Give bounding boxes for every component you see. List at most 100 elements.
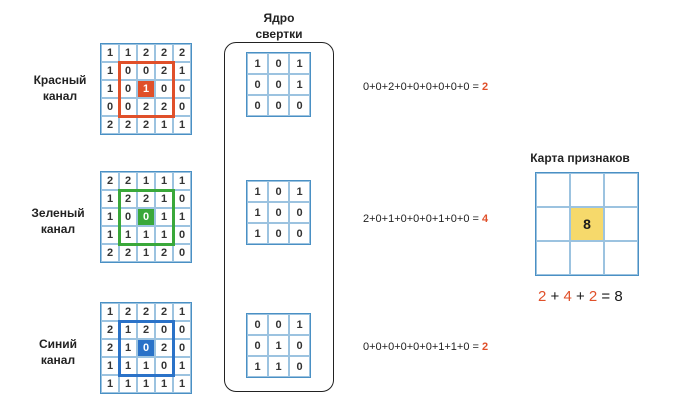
matrix-cell: 0	[173, 80, 191, 98]
matrix-cell: 1	[101, 44, 119, 62]
matrix-cell: 1	[137, 172, 155, 190]
sum-term-red: 2	[538, 288, 547, 305]
matrix-cell: 2	[155, 244, 173, 262]
feature-map-title: Карта признаков	[530, 151, 630, 165]
feature-map-cell	[536, 241, 570, 275]
sum-total: 8	[614, 288, 623, 305]
kernel-cell: 0	[247, 335, 268, 356]
matrix-cell: 2	[101, 339, 119, 357]
kernel-cell: 1	[247, 181, 268, 202]
red-channel-label-line2: канал	[42, 89, 78, 103]
matrix-cell: 1	[155, 375, 173, 393]
matrix-cell: 1	[155, 190, 173, 208]
kernel-cell: 0	[247, 95, 268, 116]
matrix-cell: 0	[155, 357, 173, 375]
kernel-cell: 0	[289, 335, 310, 356]
kernel-cell: 0	[247, 74, 268, 95]
kernel-title-line2: свертки	[255, 27, 303, 41]
matrix-cell: 1	[173, 208, 191, 226]
matrix-cell: 1	[173, 62, 191, 80]
red-equation: 0+0+2+0+0+0+0+0+0 = 2	[363, 81, 488, 93]
matrix-cell: 0	[173, 321, 191, 339]
matrix-cell: 1	[101, 375, 119, 393]
matrix-cell: 0	[119, 80, 137, 98]
kernel-cell: 0	[268, 314, 289, 335]
matrix-cell: 0	[137, 62, 155, 80]
kernel-cell: 0	[268, 202, 289, 223]
matrix-cell: 1	[155, 208, 173, 226]
matrix-cell: 1	[101, 80, 119, 98]
matrix-cell: 0	[173, 244, 191, 262]
matrix-cell: 2	[155, 303, 173, 321]
kernel-cell: 1	[289, 181, 310, 202]
feature-map-cell	[604, 173, 638, 207]
matrix-cell: 1	[173, 375, 191, 393]
feature-map-cell	[570, 241, 604, 275]
matrix-cell: 0	[101, 98, 119, 116]
matrix-cell: 0	[173, 98, 191, 116]
matrix-cell: 1	[101, 190, 119, 208]
matrix-cell: 1	[137, 244, 155, 262]
matrix-cell: 2	[155, 62, 173, 80]
kernel-cell: 1	[268, 335, 289, 356]
sum-term-green: 4	[563, 288, 572, 305]
matrix-cell: 2	[155, 98, 173, 116]
matrix-cell: 2	[137, 303, 155, 321]
matrix-cell: 0	[173, 226, 191, 244]
matrix-cell: 0	[155, 80, 173, 98]
blue-equation-result: 2	[482, 341, 489, 353]
feature-map-center-cell: 8	[570, 207, 604, 241]
feature-map-cell	[536, 207, 570, 241]
red-channel-label: Красный канал	[20, 72, 100, 104]
kernel-cell: 0	[289, 95, 310, 116]
blue-channel-label-line1: Синий	[38, 337, 78, 351]
feature-map-cell	[604, 207, 638, 241]
kernel-cell: 0	[247, 314, 268, 335]
kernel-cell: 0	[268, 223, 289, 244]
feature-map-cell	[536, 173, 570, 207]
matrix-cell: 2	[119, 172, 137, 190]
matrix-cell: 1	[155, 172, 173, 190]
red-equation-text: 0+0+2+0+0+0+0+0+0 =	[363, 81, 482, 93]
kernel-cell: 0	[268, 53, 289, 74]
feature-map-sum: 2 + 4 + 2 = 8	[538, 288, 623, 305]
kernel-cell: 0	[289, 356, 310, 377]
kernel-cell: 0	[289, 202, 310, 223]
matrix-cell: 1	[137, 226, 155, 244]
matrix-cell: 0	[119, 98, 137, 116]
matrix-cell: 1	[173, 357, 191, 375]
matrix-cell: 1	[155, 226, 173, 244]
matrix-cell: 0	[119, 62, 137, 80]
green-equation-result: 4	[482, 213, 489, 225]
matrix-cell: 1	[119, 375, 137, 393]
matrix-cell: 2	[137, 116, 155, 134]
kernel-title-line1: Ядро	[263, 11, 295, 25]
matrix-cell: 2	[137, 321, 155, 339]
matrix-cell: 1	[119, 357, 137, 375]
matrix-cell: 2	[137, 44, 155, 62]
matrix-cell: 1	[101, 208, 119, 226]
sum-equals: =	[597, 288, 615, 305]
matrix-cell: 2	[101, 172, 119, 190]
matrix-cell: 1	[173, 172, 191, 190]
red-channel-label-line1: Красный	[33, 73, 87, 87]
kernel-container	[224, 42, 334, 392]
green-equation: 2+0+1+0+0+0+1+0+0 = 4	[363, 213, 488, 225]
matrix-cell: 0	[173, 190, 191, 208]
sum-plus: +	[571, 288, 589, 305]
kernel-cell: 1	[289, 314, 310, 335]
matrix-center-cell: 0	[137, 339, 155, 357]
kernel-cell: 1	[268, 356, 289, 377]
blue-channel-label: Синий канал	[18, 336, 98, 368]
matrix-cell: 1	[101, 303, 119, 321]
matrix-cell: 2	[119, 116, 137, 134]
matrix-cell: 2	[137, 98, 155, 116]
kernel-cell: 1	[247, 202, 268, 223]
kernel-cell: 1	[289, 74, 310, 95]
sum-term-blue: 2	[588, 288, 598, 305]
